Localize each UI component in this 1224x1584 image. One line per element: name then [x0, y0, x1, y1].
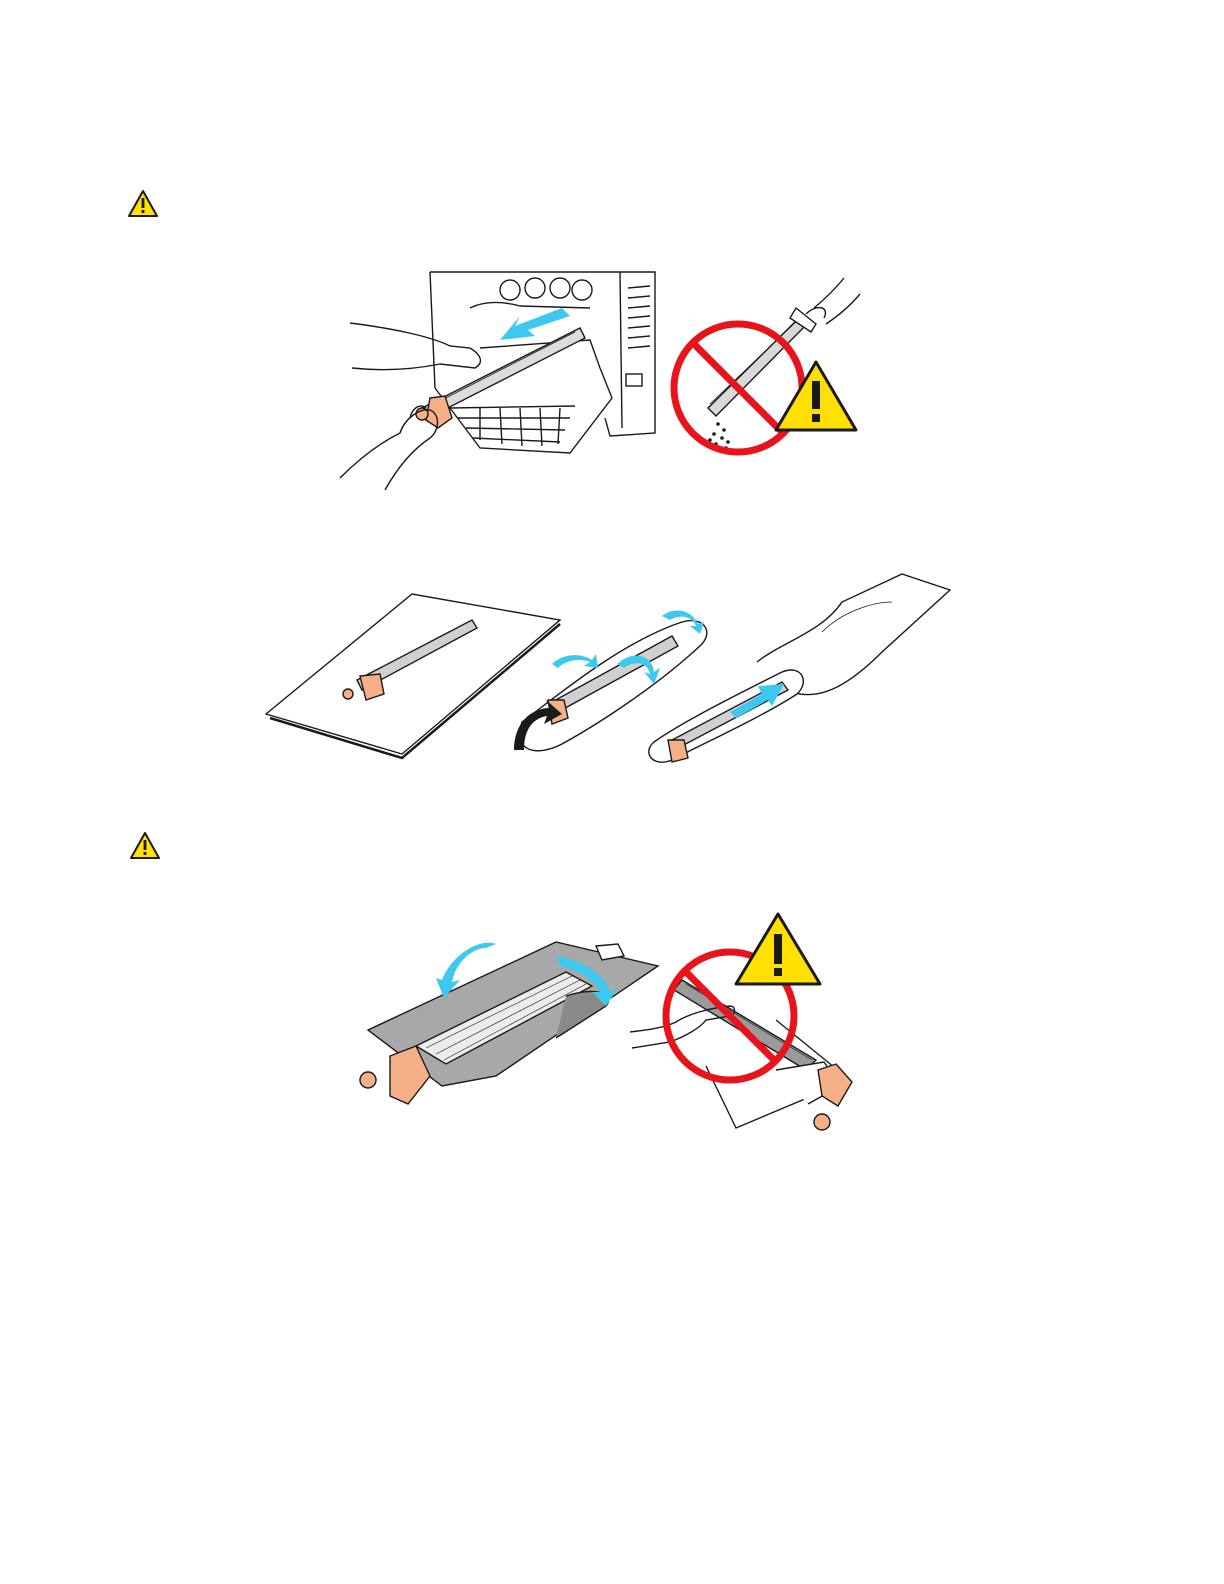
prohibited-tilt-icon: [666, 268, 862, 460]
prohibited-touch-icon: [626, 910, 862, 1136]
caution-triangle-icon: [129, 831, 161, 860]
caution-triangle-icon: [127, 189, 159, 218]
unwrap-drum-illustration: [356, 936, 660, 1114]
remove-drum-illustration: [330, 268, 660, 492]
bag-drum-illustration: [262, 572, 952, 784]
